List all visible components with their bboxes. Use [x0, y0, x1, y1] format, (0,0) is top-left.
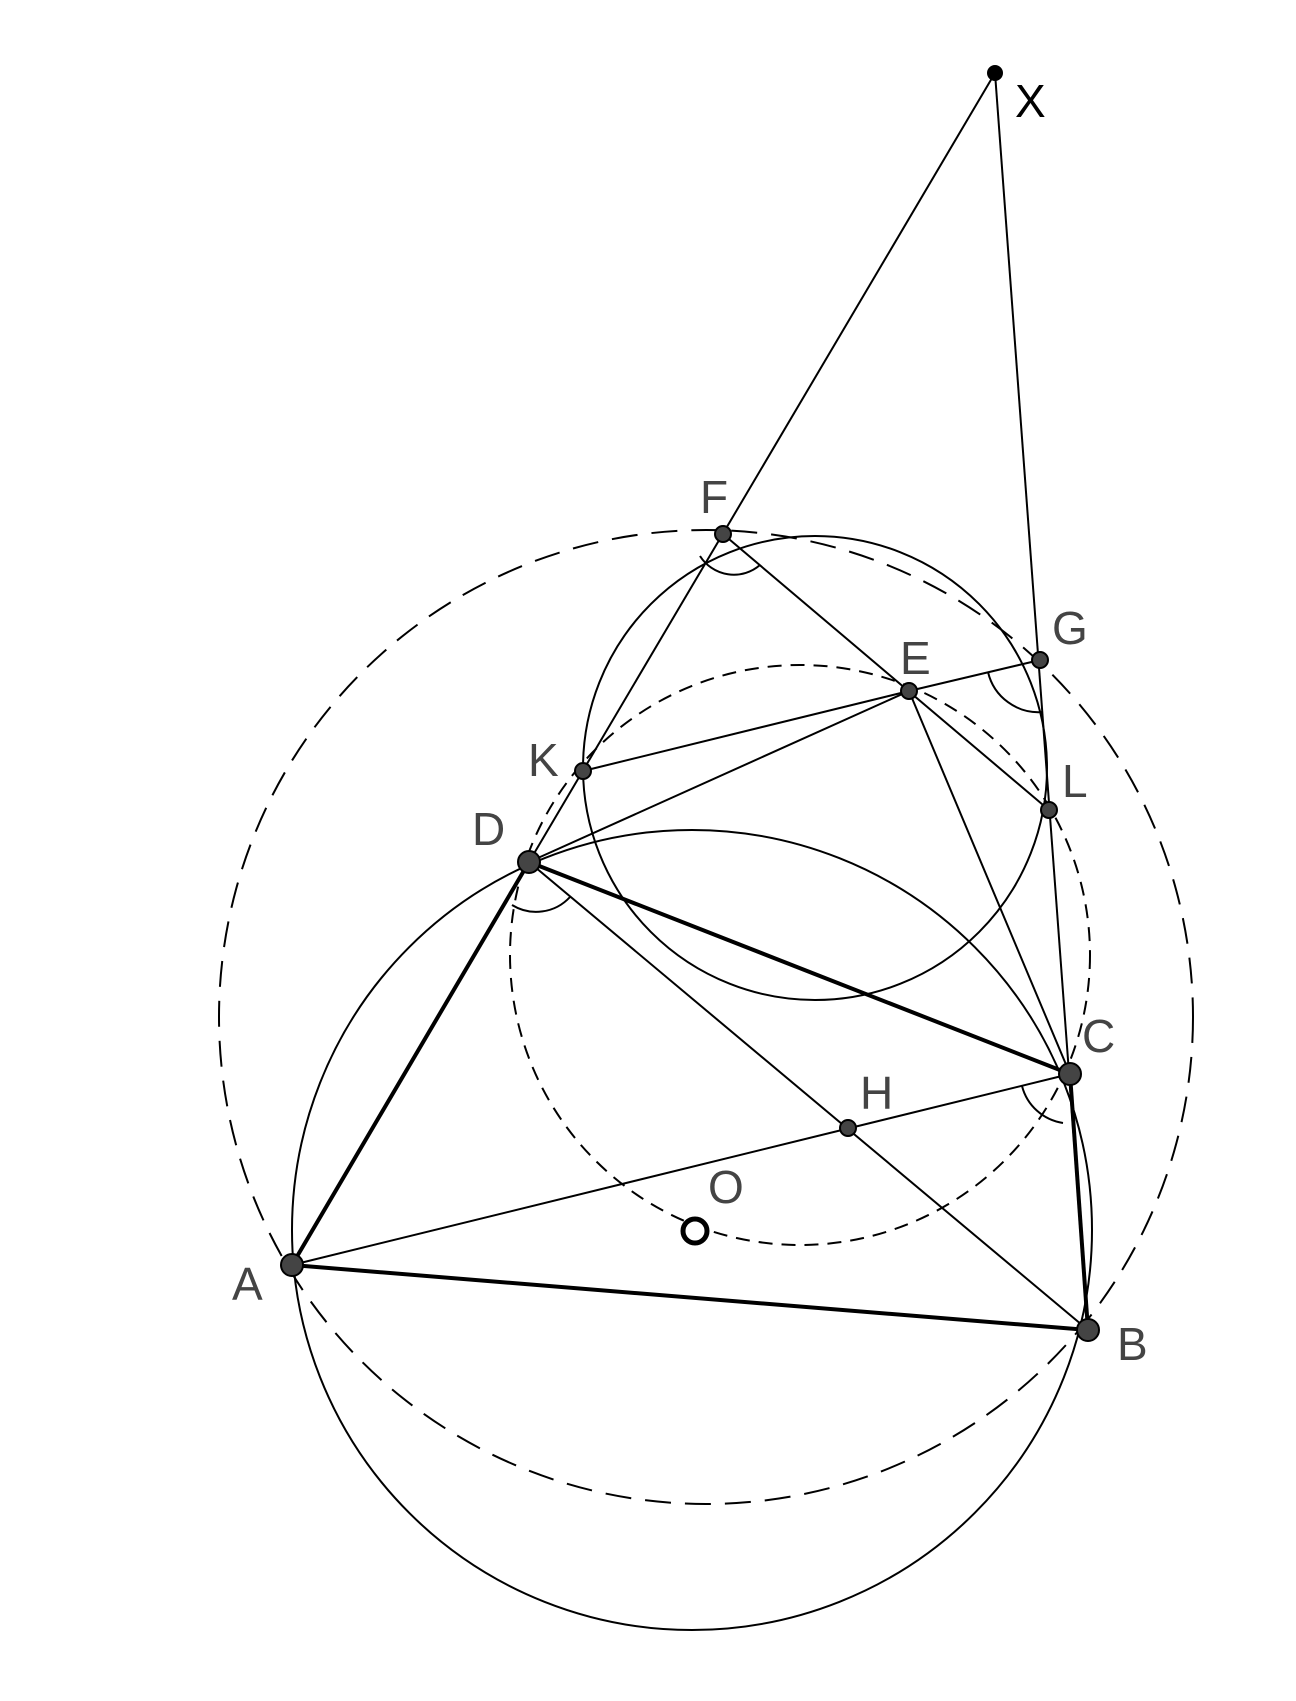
- line-e-c: [908, 690, 1071, 1075]
- label-g: G: [1052, 602, 1088, 654]
- line-k-e: [582, 690, 910, 772]
- circumcircle-abcd: [291, 829, 1093, 1631]
- small-dashed-circle: [509, 664, 1091, 1246]
- point-x: [987, 65, 1003, 81]
- label-a: A: [232, 1258, 263, 1310]
- point-k: [574, 762, 592, 780]
- angle-mark-f: [699, 555, 761, 576]
- line-a-c: [291, 1073, 1071, 1266]
- point-f: [714, 525, 732, 543]
- line-d-x: [528, 72, 996, 863]
- point-g: [1031, 651, 1049, 669]
- large-dashed-circle: [218, 529, 1194, 1505]
- line-d-e: [528, 690, 910, 863]
- point-e: [900, 682, 918, 700]
- line-f-l: [722, 533, 1050, 811]
- line-d-b: [528, 861, 1089, 1331]
- label-e: E: [900, 632, 931, 684]
- label-d: D: [472, 803, 505, 855]
- point-b: [1076, 1318, 1100, 1342]
- side-d-c: [528, 860, 1071, 1076]
- angle-mark-d: [511, 896, 571, 913]
- label-b: B: [1117, 1318, 1148, 1370]
- angle-mark-g: [987, 671, 1044, 714]
- side-a-d: [290, 860, 531, 1267]
- side-c-b: [1068, 1073, 1090, 1331]
- label-k: K: [528, 734, 559, 786]
- label-c: C: [1082, 1010, 1115, 1062]
- point-o: [680, 1216, 710, 1246]
- label-h: H: [860, 1067, 893, 1119]
- point-a: [280, 1253, 304, 1277]
- label-l: L: [1062, 755, 1088, 807]
- label-o: O: [708, 1161, 744, 1213]
- angle-mark-c: [1021, 1085, 1064, 1124]
- point-c: [1058, 1062, 1082, 1086]
- label-x: X: [1015, 75, 1046, 127]
- side-a-b: [291, 1263, 1089, 1332]
- point-h: [839, 1119, 857, 1137]
- line-e-g: [908, 659, 1041, 692]
- label-f: F: [700, 471, 728, 523]
- point-d: [517, 850, 541, 874]
- point-l: [1040, 801, 1058, 819]
- upper-solid-circle: [582, 535, 1048, 1001]
